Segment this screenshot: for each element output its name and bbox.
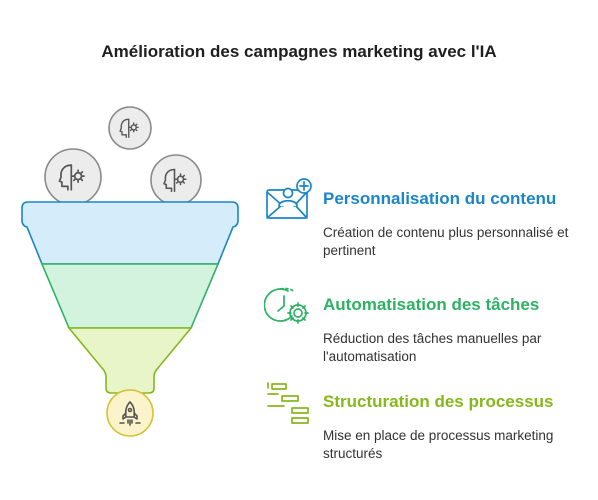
ai-head-gear-icon (163, 168, 187, 193)
funnel-segment-1 (21, 201, 239, 265)
input-circle-left (44, 148, 102, 206)
gantt-steps-icon (267, 382, 309, 424)
ai-head-gear-icon (58, 164, 85, 191)
input-circle-small (108, 106, 152, 150)
item-description: Réduction des tâches manuelles par l'aut… (323, 331, 542, 364)
clock-gear-icon (264, 287, 309, 324)
item-description: Mise en place de processus marketing str… (323, 428, 554, 461)
item-description: Création de contenu plus personnalisé et… (323, 225, 569, 258)
funnel-segment-3 (67, 327, 193, 394)
input-circle-right (150, 154, 202, 206)
item-heading: Personnalisation du contenu (323, 189, 557, 208)
item-heading: Automatisation des tâches (323, 295, 540, 314)
funnel-segment-2 (40, 263, 220, 329)
output-circle (106, 389, 154, 437)
envelope-user-plus-icon (266, 178, 312, 219)
ai-head-gear-icon (119, 118, 139, 138)
diagram-title: Amélioration des campagnes marketing ave… (101, 42, 497, 61)
item-heading: Structuration des processus (323, 392, 554, 411)
rocket-icon (119, 401, 141, 426)
